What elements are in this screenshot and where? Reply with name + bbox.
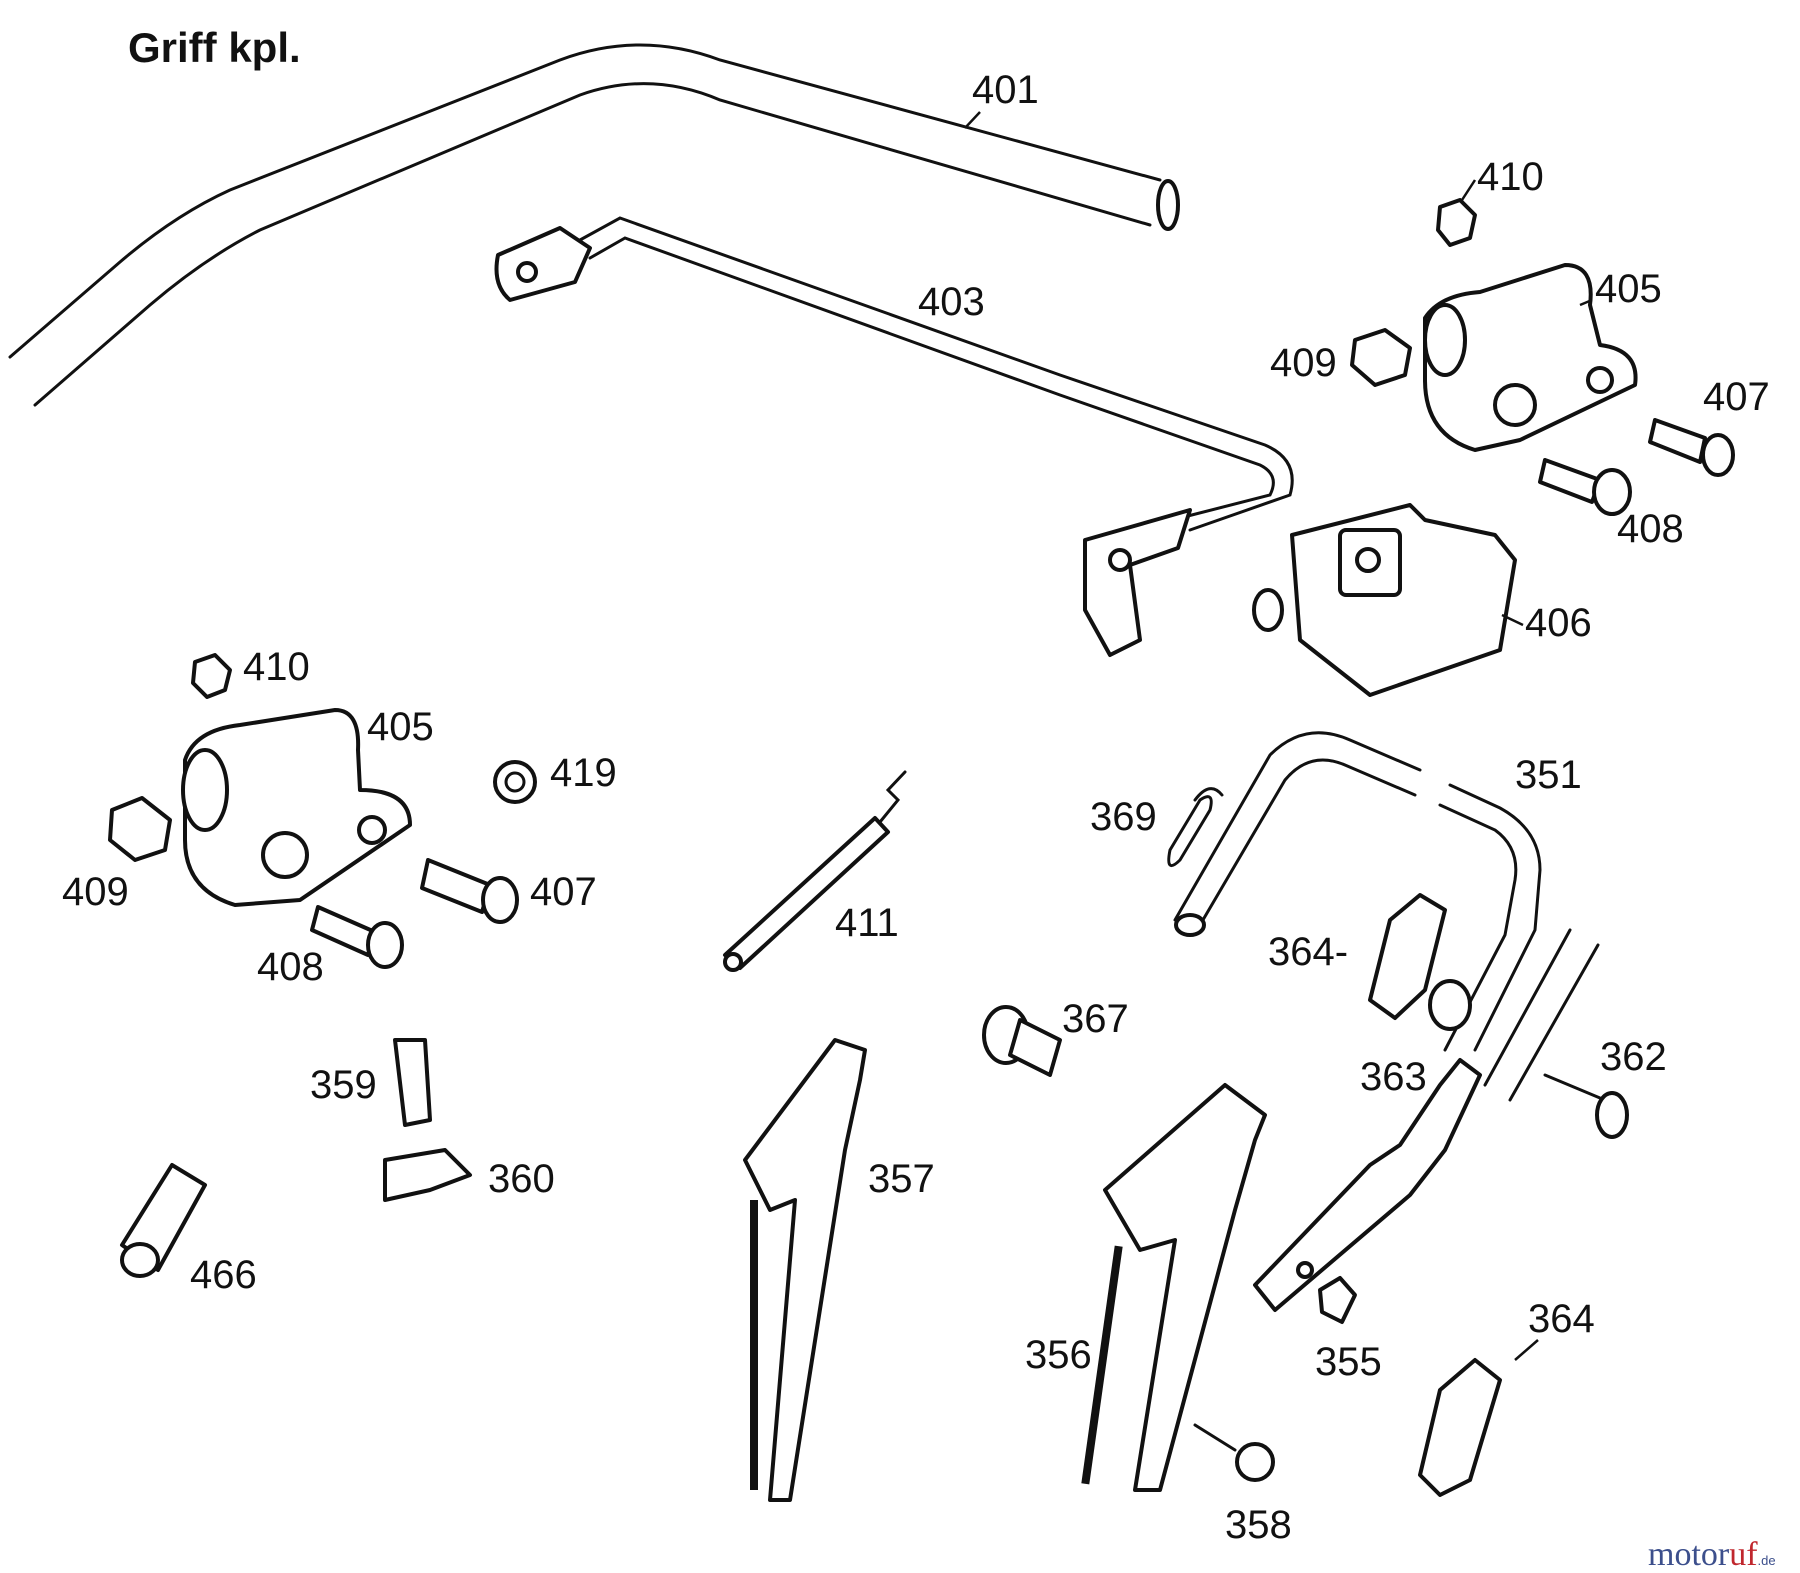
callout-359: 359 [310, 1063, 377, 1107]
callout-408-right: 408 [1617, 507, 1684, 551]
callout-355: 355 [1315, 1340, 1382, 1384]
part-359-clip [393, 1038, 432, 1127]
part-407-pin-right [1648, 418, 1735, 477]
leader-364-lower [1514, 1339, 1539, 1361]
part-357-frame [743, 1038, 867, 1502]
part-356-frame [1081, 1083, 1267, 1492]
part-401-upper-handle [8, 43, 1180, 407]
callout-407-left: 407 [530, 870, 597, 914]
callout-351: 351 [1515, 753, 1582, 797]
part-408-screw-right [1538, 458, 1632, 516]
part-406-cover [1252, 503, 1517, 697]
part-409-nut-right [1350, 328, 1412, 387]
part-360-clamp [383, 1148, 472, 1202]
part-351-lower-bracket [1253, 1058, 1482, 1312]
leader-401 [964, 111, 981, 129]
callout-411: 411 [835, 901, 899, 945]
part-411-rod [723, 770, 907, 972]
part-364-knob-lower [1418, 1358, 1502, 1497]
callout-405-right: 405 [1595, 267, 1662, 311]
callout-409-right: 409 [1270, 341, 1337, 385]
part-408-screw-left [310, 905, 404, 969]
callout-360: 360 [488, 1157, 555, 1201]
callout-410-right: 410 [1477, 155, 1544, 199]
part-364-knob-upper [1368, 893, 1447, 1020]
part-369-clip [1167, 787, 1224, 868]
part-362-screw [1543, 1073, 1629, 1139]
callout-407-right: 407 [1703, 375, 1770, 419]
part-466-spacer [120, 1163, 207, 1278]
callout-367: 367 [1062, 997, 1129, 1041]
part-405-hinge-right [1423, 263, 1638, 452]
callout-356: 356 [1025, 1333, 1092, 1377]
callout-364-upper: 364- [1268, 930, 1348, 974]
callout-410-left: 410 [243, 645, 310, 689]
part-403-lower-handle [494, 216, 1294, 657]
part-409-nut-left [108, 796, 172, 862]
callout-364-lower: 364 [1528, 1297, 1595, 1341]
svg-text:motoruf.de: motoruf.de [1648, 1536, 1776, 1573]
leader-406 [1501, 613, 1524, 627]
callout-363: 363 [1360, 1055, 1427, 1099]
callout-466: 466 [190, 1253, 257, 1297]
leader-405-right [1579, 298, 1593, 307]
part-367-bolt [982, 1005, 1062, 1077]
part-363-washer [1428, 979, 1472, 1031]
callout-403: 403 [918, 280, 985, 324]
callout-408-left: 408 [257, 945, 324, 989]
part-419-nut [493, 760, 537, 804]
watermark-logo: motoruf.de [1648, 1536, 1776, 1573]
callout-357: 357 [868, 1157, 935, 1201]
callout-401: 401 [972, 68, 1039, 112]
part-407-pin-left [420, 858, 519, 924]
callout-362: 362 [1600, 1035, 1667, 1079]
part-405-hinge-left [181, 708, 412, 907]
part-355-nut [1318, 1276, 1357, 1324]
callout-409-left: 409 [62, 870, 129, 914]
leader-410-right [1460, 179, 1477, 201]
callout-369: 369 [1090, 795, 1157, 839]
diagram-title: Griff kpl. [128, 24, 301, 71]
part-358-screw [1193, 1423, 1275, 1482]
callout-419: 419 [550, 751, 617, 795]
callout-358: 358 [1225, 1503, 1292, 1547]
callout-405-left: 405 [367, 705, 434, 749]
part-410-nut-right [1436, 198, 1477, 247]
part-410-nut-left [191, 653, 232, 699]
part-351-frame [1173, 731, 1600, 1102]
callout-406: 406 [1525, 601, 1592, 645]
